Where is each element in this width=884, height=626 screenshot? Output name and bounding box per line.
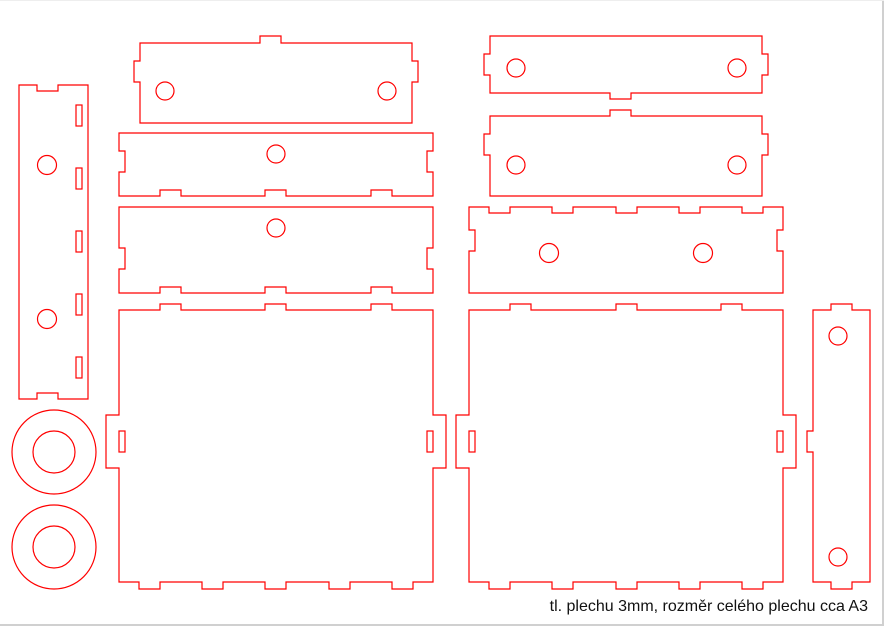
panel-left-side-2 — [118, 206, 434, 294]
panel-left-large — [105, 303, 447, 590]
sheet-caption: tl. plechu 3mm, rozměr celého plechu cca… — [549, 598, 868, 615]
ring-washer-2 — [11, 504, 97, 590]
panel-top-right-lid-2 — [483, 109, 769, 197]
ring-washer-1 — [11, 409, 97, 495]
left-side-strip — [18, 84, 89, 400]
panel-top-right-lid-1 — [483, 35, 769, 100]
right-side-strip — [806, 303, 871, 590]
panel-right-side — [468, 206, 784, 294]
panel-top-left-lid — [133, 35, 419, 124]
panel-left-side-1 — [118, 132, 434, 197]
panel-right-large — [455, 303, 797, 590]
